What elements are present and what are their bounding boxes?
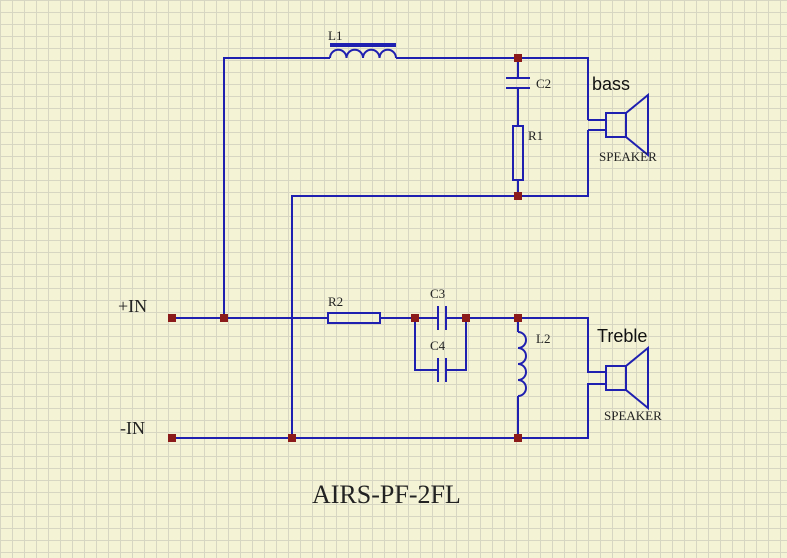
- label-l2: L2: [536, 331, 550, 346]
- node-r1-bottom: [514, 192, 522, 200]
- label-r1: R1: [528, 128, 543, 143]
- capacitor-c4: C4: [430, 338, 447, 382]
- wire-c4-loop: [414, 318, 467, 371]
- node-top-branch: [220, 314, 228, 322]
- label-c4: C4: [430, 338, 446, 353]
- label-minus-in: -IN: [120, 418, 145, 438]
- node-l2-top: [514, 314, 522, 322]
- node-plus-in: [168, 314, 176, 322]
- inductor-l2: L2: [517, 331, 550, 397]
- node-c4-right: [462, 314, 470, 322]
- label-bass-speaker: SPEAKER: [599, 149, 657, 164]
- diagram-title: AIRS-PF-2FL: [312, 480, 461, 509]
- node-return: [288, 434, 296, 442]
- speaker-treble-icon: Treble SPEAKER: [597, 326, 662, 423]
- label-plus-in: +IN: [118, 296, 147, 316]
- wire-top-left: [223, 57, 330, 318]
- node-c4-left: [411, 314, 419, 322]
- inductor-l1: L1: [328, 28, 397, 59]
- resistor-r2: R2: [327, 294, 381, 324]
- capacitor-c3: C3: [430, 286, 447, 330]
- node-l2-bottom: [514, 434, 522, 442]
- wire-bass-return: [291, 130, 589, 438]
- label-r2: R2: [328, 294, 343, 309]
- capacitor-c2: C2: [506, 76, 551, 91]
- wire-minus-in: [172, 383, 606, 439]
- node-l1-out: [514, 54, 522, 62]
- wires: [172, 57, 606, 439]
- junction-nodes: [168, 54, 522, 442]
- wire-top-right: [396, 57, 589, 120]
- speaker-bass-icon: bass SPEAKER: [592, 74, 657, 164]
- label-c3: C3: [430, 286, 445, 301]
- label-bass: bass: [592, 74, 630, 94]
- label-treble: Treble: [597, 326, 647, 346]
- resistor-r1: R1: [512, 125, 543, 181]
- label-treble-speaker: SPEAKER: [604, 408, 662, 423]
- label-c2: C2: [536, 76, 551, 91]
- label-l1: L1: [328, 28, 342, 43]
- node-minus-in: [168, 434, 176, 442]
- wire-c3-out: [446, 317, 606, 373]
